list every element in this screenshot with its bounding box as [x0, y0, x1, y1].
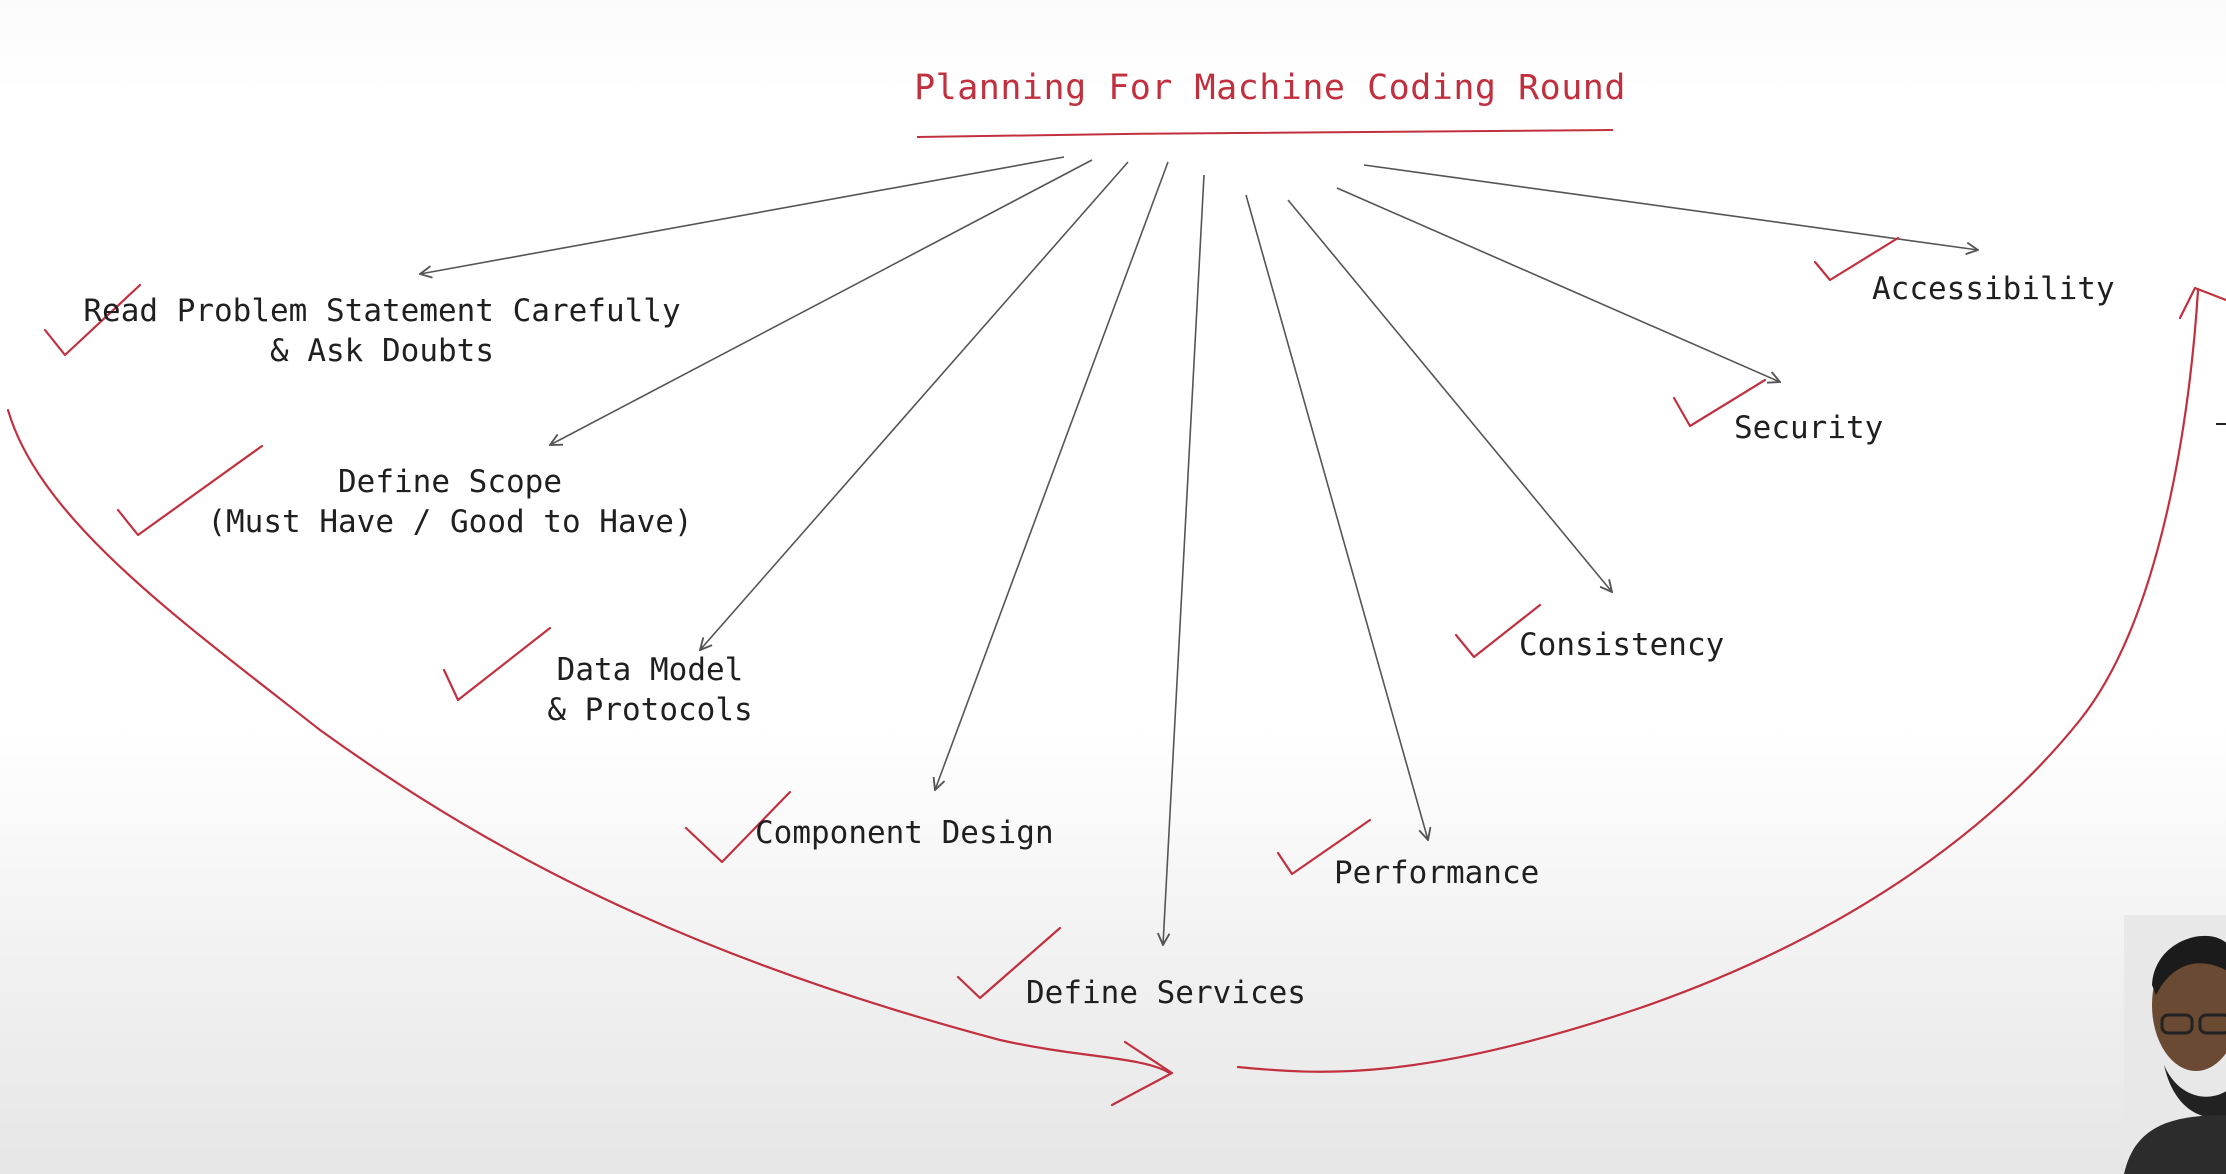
loop-arrow-left — [6, 408, 1172, 1075]
node-data-model-line1: Data Model — [556, 652, 744, 688]
node-define-scope-line2: (Must Have / Good to Have) — [207, 504, 693, 540]
arrow-consistency — [1287, 199, 1612, 592]
checkmark-icon — [442, 626, 552, 702]
arrow-security — [1336, 187, 1780, 382]
node-define-scope-line1: Define Scope — [338, 464, 562, 500]
node-performance: Performance — [1334, 855, 1540, 891]
checkmark-icon — [956, 926, 1062, 1000]
checkmark-icon — [116, 444, 264, 537]
arrow-icon — [2178, 286, 2226, 320]
arrow-accessibility — [1363, 164, 1978, 250]
node-define-services: Define Services — [1026, 975, 1306, 1011]
node-accessibility: Accessibility — [1872, 271, 2115, 307]
checkmark-icon — [1672, 378, 1767, 428]
loop-arrow-right — [1236, 288, 2200, 1073]
node-read-problem: Read Problem Statement Carefully & Ask D… — [62, 291, 702, 371]
node-read-problem-line2: & Ask Doubts — [270, 333, 494, 369]
title-underline — [916, 129, 1614, 138]
node-security: Security — [1734, 410, 1884, 446]
node-define-scope: Define Scope (Must Have / Good to Have) — [190, 462, 710, 542]
arrow-icon — [1110, 1040, 1174, 1107]
checkmark-icon — [1813, 236, 1900, 282]
node-consistency: Consistency — [1519, 627, 1725, 663]
arrow-data-model — [700, 161, 1129, 650]
checkmark-icon — [1454, 603, 1542, 659]
page-title: Planning For Machine Coding Round — [914, 68, 1626, 108]
arrow-performance — [1245, 194, 1428, 840]
arrow-define-services — [1163, 174, 1205, 945]
arrow-read-problem — [420, 156, 1065, 274]
checkmark-icon — [684, 790, 792, 864]
node-read-problem-line1: Read Problem Statement Carefully — [83, 293, 681, 329]
arrow-component-design — [935, 161, 1169, 790]
arrow-define-scope — [550, 159, 1093, 445]
presenter-webcam — [2124, 915, 2226, 1174]
checkmark-icon — [43, 283, 142, 357]
node-data-model-line2: & Protocols — [547, 692, 753, 728]
checkmark-icon — [1276, 818, 1372, 876]
node-data-model: Data Model & Protocols — [530, 650, 770, 730]
node-component-design: Component Design — [755, 815, 1054, 851]
